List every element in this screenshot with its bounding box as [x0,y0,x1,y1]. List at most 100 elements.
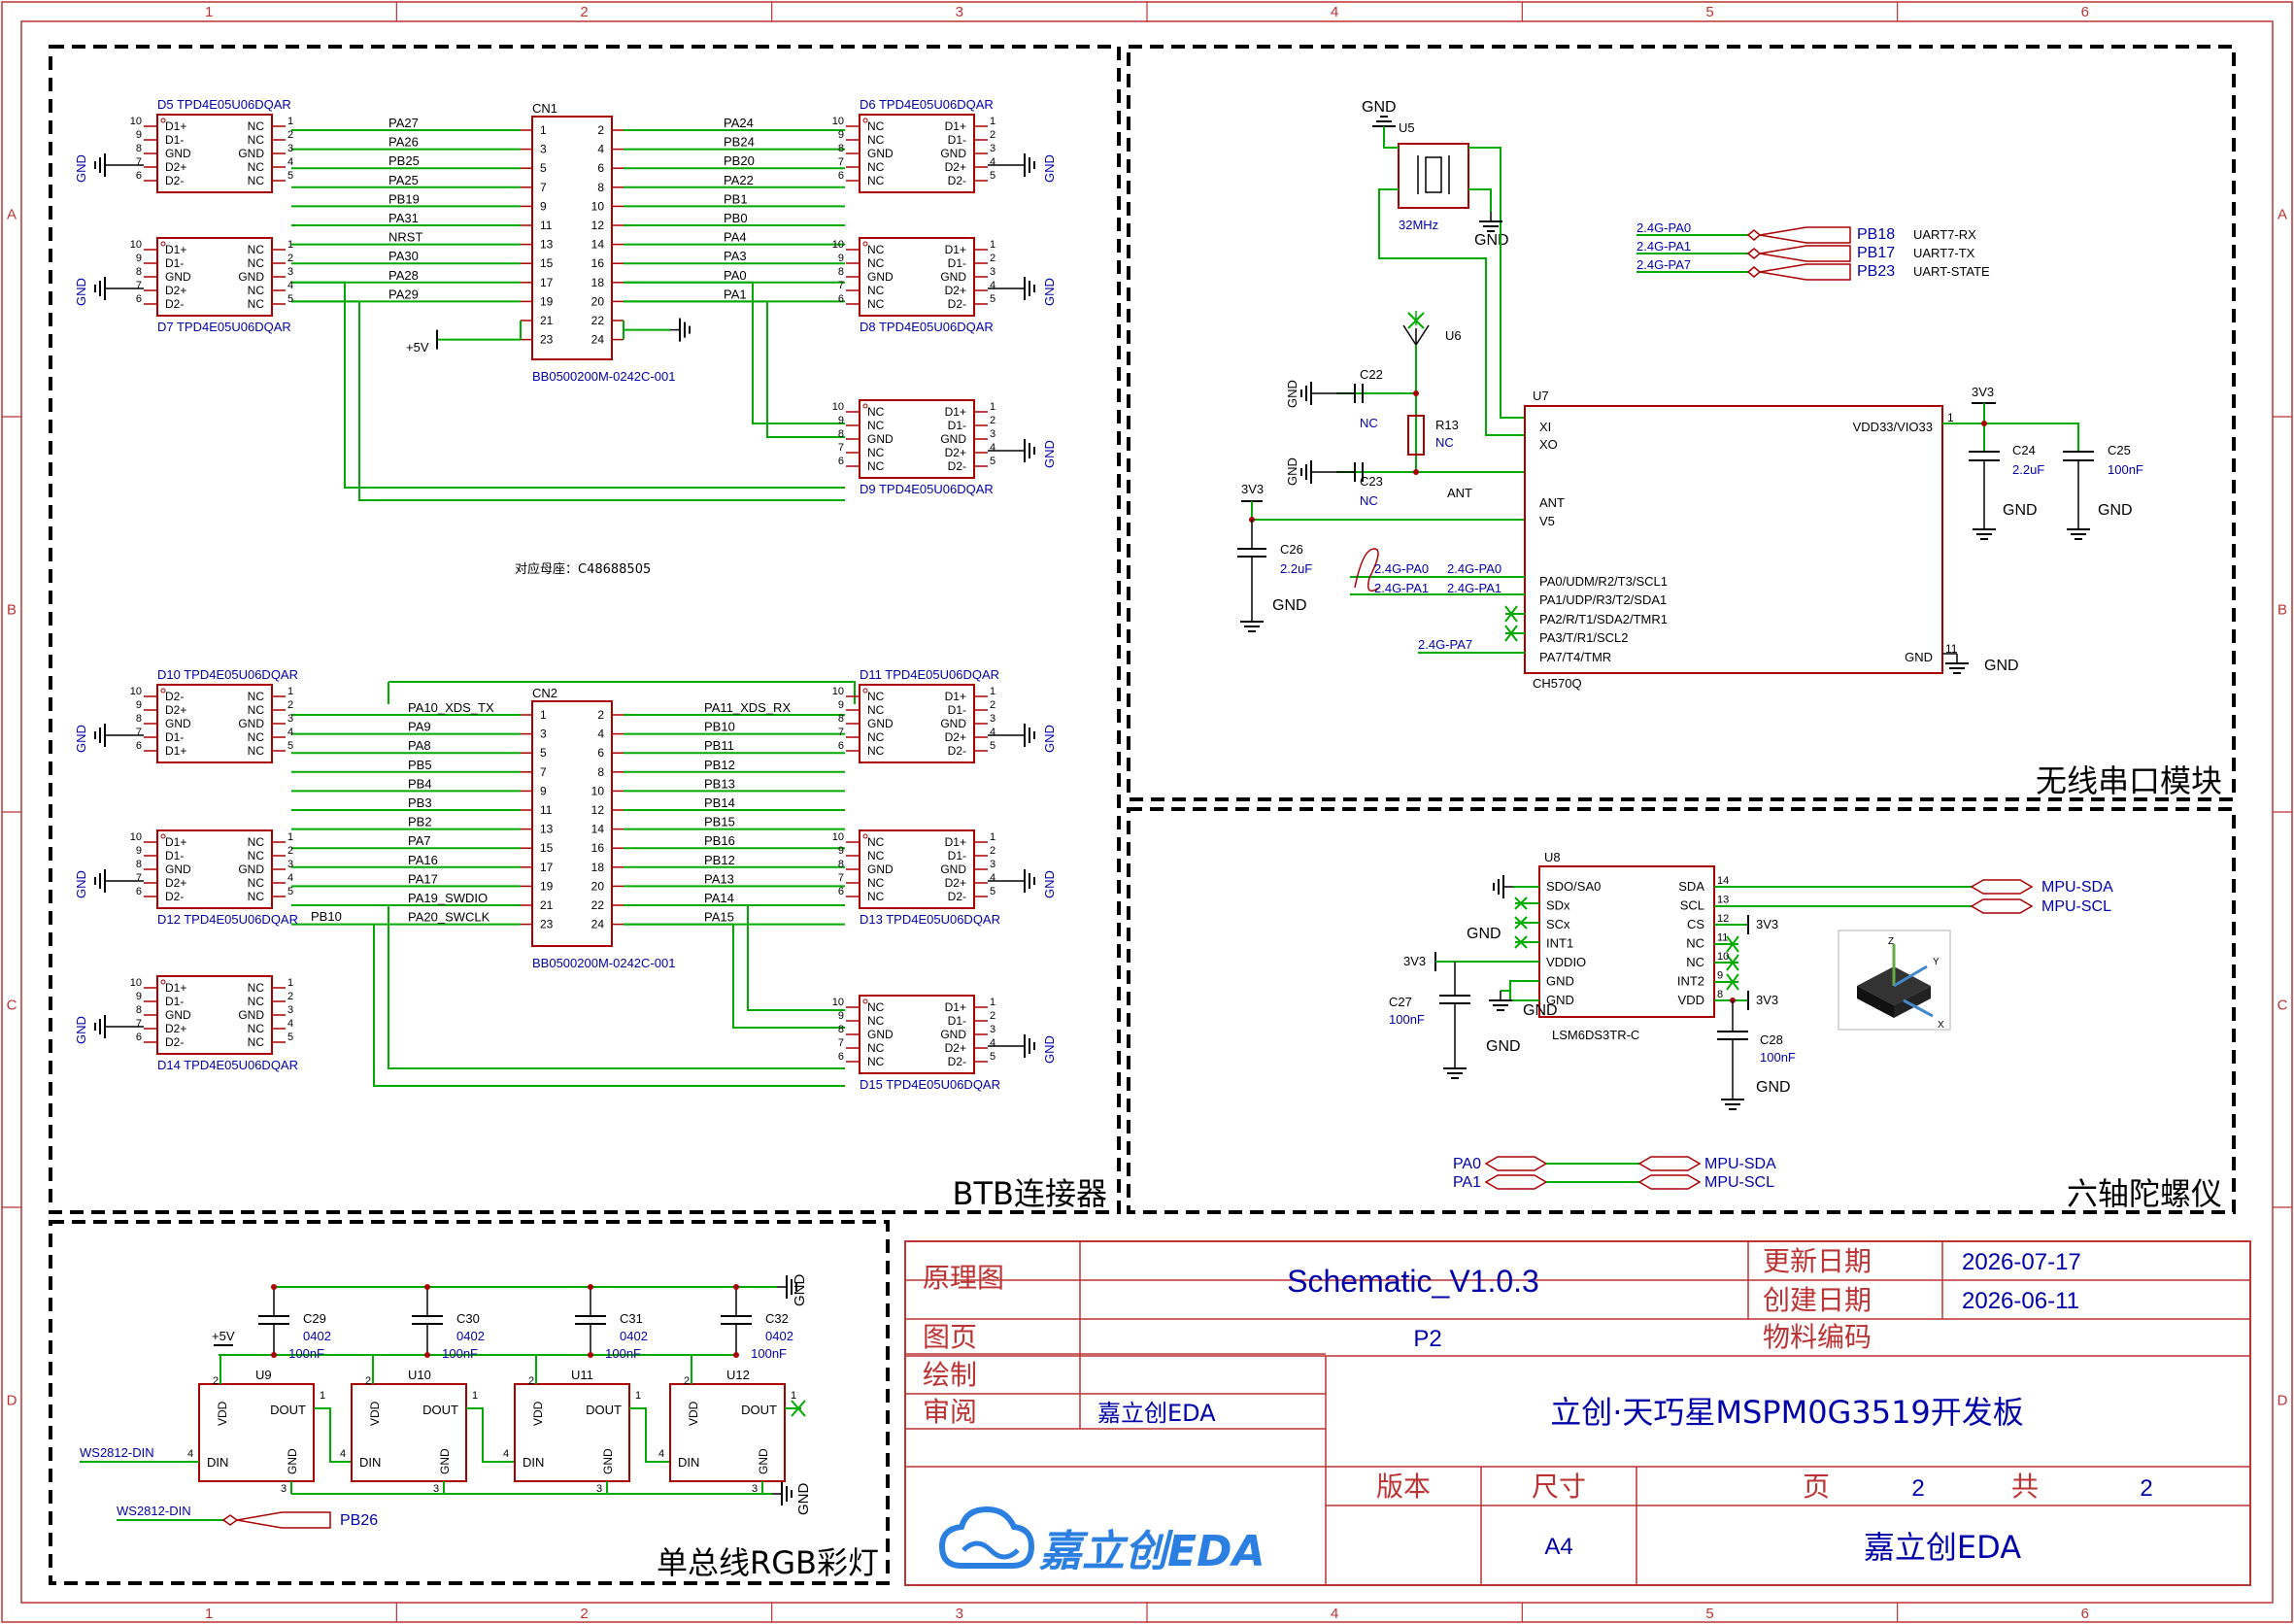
svg-text:PA25: PA25 [388,173,419,187]
svg-text:GND: GND [1042,440,1057,468]
grid-row-right: B [2277,602,2287,619]
svg-text:PB24: PB24 [724,135,755,150]
imu-pin-right: VDD [1678,993,1704,1007]
svg-text:6: 6 [838,170,844,182]
ws2812-pin-vdd: VDD [687,1401,700,1426]
svg-text:4: 4 [287,727,293,738]
svg-text:D12 TPD4E05U06DQAR: D12 TPD4E05U06DQAR [157,912,298,927]
svg-text:D2+: D2+ [945,876,966,890]
svg-text:D2+: D2+ [945,284,966,297]
svg-text:15: 15 [540,256,554,270]
port-pin: PB17 [1857,245,1895,261]
svg-text:2: 2 [990,845,995,857]
c27-value: 100nF [1389,1012,1425,1027]
svg-text:9: 9 [136,845,142,857]
svg-text:NC: NC [867,835,885,849]
imu-3v3-left: 3V3 [1403,954,1426,968]
svg-text:6: 6 [838,886,844,897]
port-desc: UART7-RX [1913,227,1976,242]
imu-part: LSM6DS3TR-C [1552,1028,1639,1042]
ch570q-pin-pa0: PA0/UDM/R2/T3/SCL1 [1539,574,1668,589]
svg-text:D2-: D2- [165,174,184,187]
imu-out-label: MPU-SDA [2041,879,2113,896]
svg-text:4: 4 [990,280,995,291]
svg-text:4: 4 [990,442,995,454]
ch570q-num-1: 1 [1947,411,1954,424]
svg-text:5: 5 [990,886,995,897]
rgb-power: +5V [212,1329,235,1343]
svg-text:3: 3 [287,1004,293,1016]
cn2-extra-net: PB10 [311,909,342,924]
svg-text:3: 3 [540,143,547,156]
svg-text:11: 11 [540,219,553,232]
xtal-gnd-label: GND [1362,99,1397,116]
svg-text:NRST: NRST [388,230,422,245]
btb-section-border [49,45,1121,1214]
svg-text:1: 1 [287,686,293,697]
svg-text:D2+: D2+ [165,876,186,890]
svg-text:PB5: PB5 [408,758,432,772]
rgb-din-net-port: WS2812-DIN [117,1504,191,1518]
tb-total-num: 2 [2140,1475,2152,1502]
svg-text:1: 1 [990,116,995,127]
axis-z: Z [1888,936,1894,947]
imu-pin-num: 12 [1717,913,1729,925]
svg-text:22: 22 [591,314,605,327]
svg-text:10: 10 [130,977,142,989]
grid-row-left: D [7,1393,17,1409]
cn2-body [531,700,613,947]
ws2812-pin-din: DIN [523,1455,544,1470]
svg-text:8: 8 [838,266,844,278]
imu-pin-left: SDx [1546,898,1570,913]
svg-text:9: 9 [838,253,844,264]
svg-text:3: 3 [540,727,547,741]
svg-text:D13 TPD4E05U06DQAR: D13 TPD4E05U06DQAR [860,912,1000,927]
tb-material-label: 物料编码 [1763,1321,1872,1353]
cn1-mate-note: 对应母座：C48688505 [515,561,651,577]
xtal-value: 32MHz [1399,218,1438,232]
imu-out-port [1970,898,2034,914]
cn1-part: BB0500200M-0242C-001 [532,369,675,384]
imu-pin-left: INT1 [1546,936,1573,951]
grid-col-top: 4 [1331,4,1338,20]
ws2812-pin-dout: DOUT [270,1403,306,1417]
ws2812-pin-din: DIN [359,1455,381,1470]
svg-text:3: 3 [287,143,293,154]
svg-text:8: 8 [838,713,844,725]
svg-text:9: 9 [540,199,547,213]
svg-text:NC: NC [248,849,265,863]
bridge-from: PA1 [1453,1174,1481,1191]
rgb-port-flag [236,1511,331,1529]
ch570q-pin-pa2: PA2/R/T1/SDA2/TMR1 [1539,612,1668,626]
svg-text:4: 4 [658,1448,664,1460]
svg-text:4: 4 [503,1448,509,1460]
svg-text:6: 6 [597,746,604,760]
svg-text:4: 4 [990,1037,995,1049]
svg-text:D2+: D2+ [945,730,966,744]
grid-col-bottom: 2 [580,1606,588,1622]
imu-ref: U8 [1544,850,1561,864]
svg-text:16: 16 [591,841,605,855]
svg-text:D1-: D1- [165,995,184,1008]
svg-text:GND: GND [940,1028,966,1041]
tb-create-label: 创建日期 [1763,1284,1872,1316]
tb-size-label: 尺寸 [1532,1471,1586,1503]
svg-text:PA3: PA3 [724,249,747,263]
svg-text:GND: GND [1042,278,1057,306]
ch570q-pin-gnd: GND [1905,650,1933,664]
svg-text:5: 5 [287,740,293,752]
svg-text:PB12: PB12 [704,853,735,867]
rgb-din-net: WS2812-DIN [80,1445,154,1460]
svg-text:D1-: D1- [948,703,966,717]
svg-text:PA14: PA14 [704,891,734,905]
svg-text:GND: GND [74,870,88,898]
svg-text:D2-: D2- [165,1035,184,1049]
svg-text:2: 2 [287,991,293,1002]
ws2812-pin-gnd: GND [438,1448,452,1474]
cn1-body [531,116,613,360]
svg-text:GND: GND [74,154,88,183]
c26-3v3: 3V3 [1241,482,1264,496]
